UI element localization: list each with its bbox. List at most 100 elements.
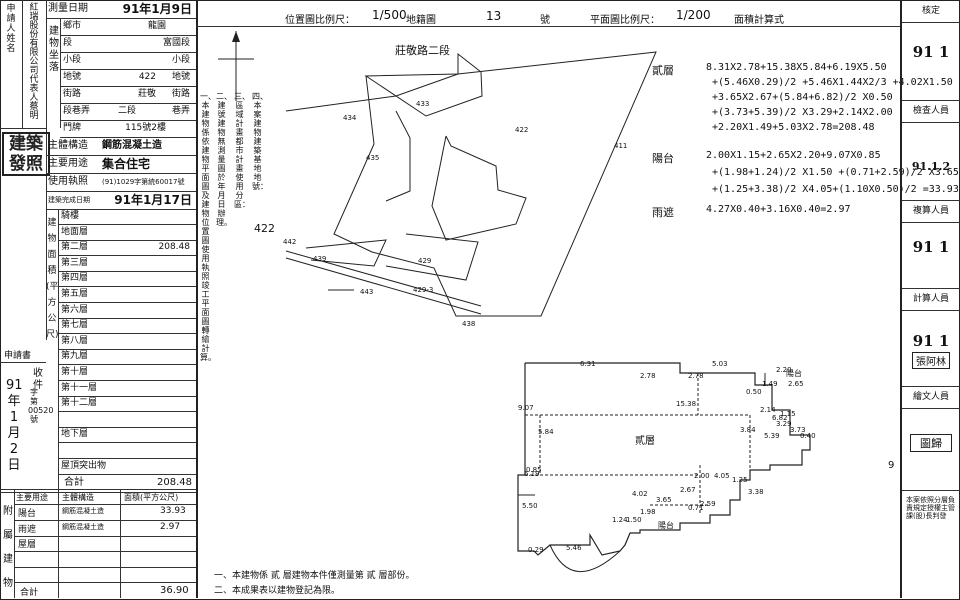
plan-dimension: 2.78 <box>640 372 656 380</box>
floor-row: 第四層 <box>58 271 196 288</box>
floor-row: 第十層 <box>58 365 196 381</box>
calc-canopy-label: 雨遮 <box>652 206 674 219</box>
plan-dimension: 2.20 <box>776 366 792 374</box>
drafter-name: 圖歸 <box>910 434 952 452</box>
drafter-label: 繪文人員 <box>902 386 960 409</box>
floor-row: 騎樓 <box>58 209 196 225</box>
calc-balcony-line: +(1.98+1.24)/2 X1.50 +(0.71+2.59)/2 X3.6… <box>712 167 959 178</box>
location-scale-label: 位置圖比例尺： <box>285 15 355 26</box>
plan-dimension: 4.02 <box>632 490 648 498</box>
plan-dimension: 0.40 <box>800 432 816 440</box>
location-scale: 1/500 <box>372 8 407 22</box>
plan-dimension: 1.50 <box>626 516 642 524</box>
note-4: 四、本案建物建築基地地號： <box>252 92 268 191</box>
location-row-0: 鄉市龍園 <box>60 18 196 36</box>
structure-row: 主體構造鋼筋混凝土造 <box>46 137 196 156</box>
note-3: 三、區域計畫都市計畫使用分區： <box>234 92 250 209</box>
check-date: 91 1 <box>902 22 960 101</box>
note-2: 二、建號建物無測量圖於年月日辦理。 <box>216 92 232 227</box>
appendix-total: 36.90 <box>160 585 189 596</box>
appendix-struct: 鋼筋混凝土造 <box>62 507 104 515</box>
applicant-sign-label: 申請書 <box>4 351 32 361</box>
plan-dimension: 3.38 <box>748 488 764 496</box>
floor-area-label: 建物面積(平方公尺) <box>46 218 59 340</box>
location-row-4: 街路莊敬街路 <box>60 86 196 104</box>
footer-note-2: 二、本成果表以建物登記為限。 <box>214 586 341 596</box>
floor-plan-balcony-top: 陽台 <box>786 369 802 378</box>
parcel-422: 422 <box>515 126 529 134</box>
calc-floor-line: +(3.73+5.39)/2 X3.29+2.14X2.00 <box>712 107 893 118</box>
footer-note-1: 一、本建物係 貳 層建物本件僅測量第 貳 層部份。 <box>214 571 415 581</box>
reviewer-date: 91 1 <box>902 222 960 289</box>
parcel-434: 434 <box>343 114 357 122</box>
usage-row: 主要用途集合住宅 <box>46 155 196 174</box>
plan-dimension: 2.00 <box>694 472 710 480</box>
calc-floor-line: +3.65X2.67+(5.84+6.82)/2 X0.50 <box>712 92 893 103</box>
calc-balcony-line: +(1.25+3.38)/2 X4.05+(1.10X0.50)/2 =33.9… <box>712 184 959 195</box>
plan-dimension: 3.73 <box>790 426 806 434</box>
calc-staff-cell: 91 1 張阿林 <box>902 310 960 387</box>
permit-row: 使用執照(91)1029字第統60017號 <box>46 173 196 192</box>
appendix-side-label: 附屬建物 <box>3 506 13 589</box>
receipt-date: 91年1月2日 <box>6 378 23 473</box>
calc-canopy-line: 4.27X0.40+3.16X0.40=2.97 <box>706 204 851 215</box>
parcel-442: 442 <box>283 238 297 246</box>
survey-date: 91年1月9日 <box>122 2 192 16</box>
calc-staff-name: 張阿林 <box>912 352 950 369</box>
plan-dimension: 3.29 <box>776 420 792 428</box>
parcel-429-3: 429-3 <box>413 286 434 294</box>
appendix-area: 33.93 <box>160 506 186 516</box>
plan-dimension: 2.59 <box>700 500 716 508</box>
plan-dimension: 3.65 <box>656 496 672 504</box>
plan-scale-label: 平面圖比例尺： <box>590 15 660 26</box>
plan-dimension: 2.67 <box>680 486 696 494</box>
plan-dimension: 0.50 <box>746 388 762 396</box>
floor-row: 第五層 <box>58 287 196 303</box>
calc-floor-line: 8.31X2.78+15.38X5.84+6.19X5.50 <box>706 62 887 73</box>
floor-row: 第十一層 <box>58 381 196 397</box>
plan-dimension: 2.78 <box>688 372 704 380</box>
receipt-label: 收件 <box>33 368 43 391</box>
parcel-433: 433 <box>416 100 430 108</box>
floor-row: 第六層 <box>58 303 196 319</box>
drafter-cell: 圖歸 <box>902 408 960 491</box>
floor-plan-label: 貳層 <box>635 436 655 447</box>
delegation-note: 本案依照分層負責規定授權主管課(股)長判發 <box>906 496 955 520</box>
building-location-label: 建物坐落 <box>49 26 59 73</box>
floor-plan-drawing <box>517 362 811 573</box>
plan-dimension: 5.39 <box>764 432 780 440</box>
floor-plan-balcony-bottom: 陽台 <box>658 521 674 530</box>
calc-floor-line: +2.20X1.49+5.03X2.78=208.48 <box>712 122 875 133</box>
area-formula-label: 面積計算式 <box>734 15 784 26</box>
appendix-use: 陽台 <box>18 509 37 519</box>
note-1: 一、本建物係依建物平面圖及建物位置圖使用執照竣工平面圖轉繪計算。 <box>200 92 216 362</box>
floor-row: 第十二層 <box>58 396 196 413</box>
inspector-date: 91.1.2 <box>902 122 960 201</box>
floor-row: 第九層 <box>58 349 196 366</box>
location-row-1: 段富國段 <box>60 35 196 53</box>
plan-dimension: 1.24 <box>612 516 628 524</box>
appendix-area: 2.97 <box>160 521 181 532</box>
parcel-435: 435 <box>366 154 380 162</box>
plan-dimension: 5.03 <box>712 360 728 368</box>
applicant-name: 紅瑞股份有限公司代表人蔡明 <box>29 3 39 121</box>
plan-dimension: 15.38 <box>676 400 697 408</box>
floor-row <box>58 443 196 459</box>
plan-dimension: 5.84 <box>538 428 554 436</box>
appendix-struct: 鋼筋混凝土造 <box>62 522 104 531</box>
applicant-column-label: 申請人姓名 <box>6 4 16 54</box>
side-number: 9 <box>888 460 895 471</box>
plan-dimension: 1.25 <box>732 476 748 484</box>
plan-dimension: 6.19 <box>524 470 540 478</box>
approval-column: 核定 91 1 檢查人員 91.1.2 複算人員 91 1 計算人員 91 1 … <box>900 0 960 598</box>
check-label: 核定 <box>902 0 960 23</box>
location-row-5: 段巷弄二段巷弄 <box>60 103 196 121</box>
calc-staff-label: 計算人員 <box>902 288 960 311</box>
floor-row: 屋頂突出物 <box>58 459 196 475</box>
road-label: 莊敬路二段 <box>395 44 450 57</box>
parcel-439: 439 <box>313 255 327 263</box>
